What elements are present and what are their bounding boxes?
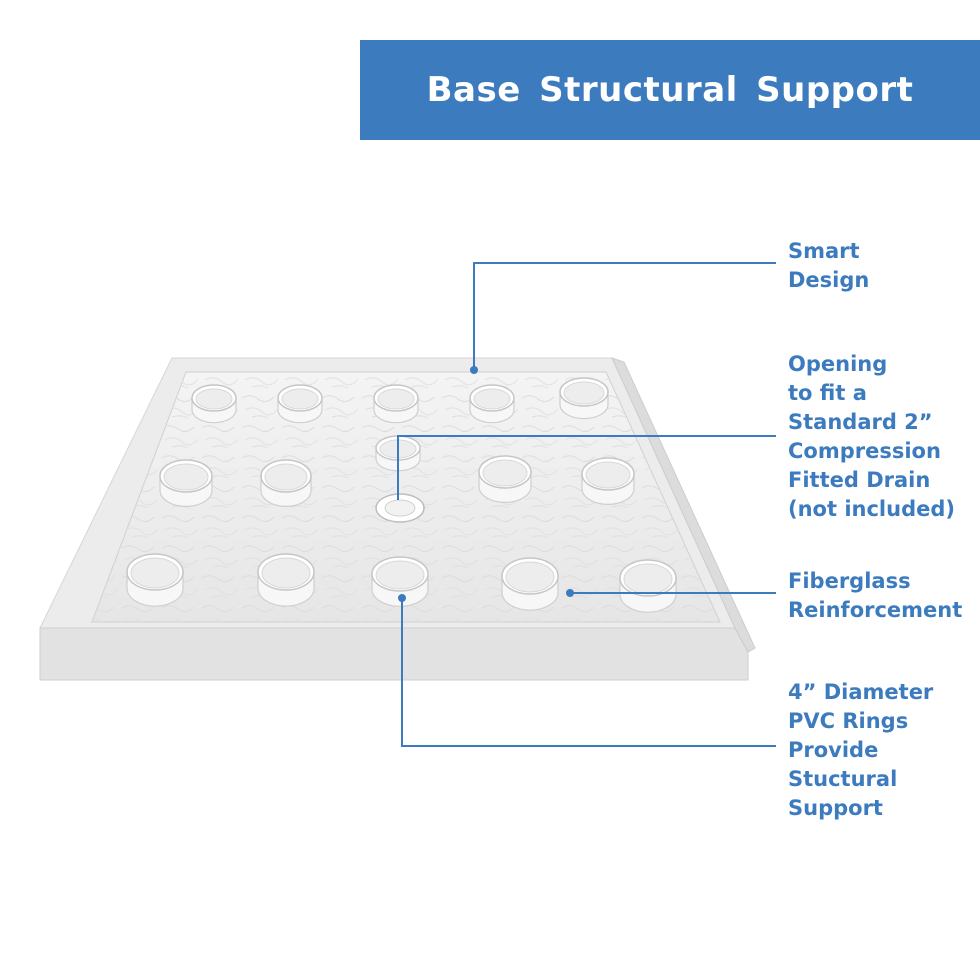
pvc-ring-icon xyxy=(126,553,184,607)
title-banner: Base Structural Support xyxy=(360,40,980,140)
callout-line: PVC Rings xyxy=(788,709,909,733)
leader-drain-opening xyxy=(397,435,776,500)
pvc-ring-icon xyxy=(159,459,213,507)
callout-line: Standard 2” xyxy=(788,410,933,434)
callout-line: Provide xyxy=(788,738,879,762)
pvc-ring-icon xyxy=(478,455,532,503)
pvc-ring-icon xyxy=(371,556,429,607)
callout-line: Stuctural xyxy=(788,767,898,791)
pvc-ring-icon xyxy=(373,384,419,424)
page-title: Base Structural Support xyxy=(426,70,914,110)
pvc-ring-icon xyxy=(260,459,312,507)
callout-line: Compression xyxy=(788,439,941,463)
callout-pvc-rings: 4” Diameter PVC Rings Provide Stuctural … xyxy=(788,678,933,823)
pvc-ring-icon xyxy=(257,553,315,607)
callout-line: (not included) xyxy=(788,497,955,521)
callout-line: Design xyxy=(788,268,870,292)
callout-line: Opening xyxy=(788,352,888,376)
pvc-ring-icon xyxy=(559,377,609,420)
callout-drain-opening: Opening to fit a Standard 2” Compression… xyxy=(788,350,955,524)
pvc-ring-icon xyxy=(191,384,237,424)
callout-line: Support xyxy=(788,796,883,820)
leader-smart-design xyxy=(473,262,776,370)
callout-line: 4” Diameter xyxy=(788,680,934,704)
pvc-ring-icon xyxy=(619,559,677,613)
leader-lines xyxy=(397,262,776,747)
drain-icon xyxy=(375,493,425,523)
pvc-ring-icon xyxy=(501,557,559,611)
leader-dot-fiberglass xyxy=(566,589,574,597)
callout-line: Smart xyxy=(788,239,860,263)
tray-right-face xyxy=(611,357,756,653)
callout-line: Fiberglass xyxy=(788,569,911,593)
callout-smart-design: Smart Design xyxy=(788,237,869,295)
callout-line: to fit a xyxy=(788,381,867,405)
callout-line: Fitted Drain xyxy=(788,468,931,492)
pvc-ring-icon xyxy=(277,384,323,424)
leader-pvc-rings xyxy=(401,598,776,747)
pvc-rings xyxy=(126,377,677,613)
callout-fiberglass: Fiberglass Reinforcement xyxy=(788,567,962,625)
callout-line: Reinforcement xyxy=(788,598,963,622)
pvc-ring-icon xyxy=(469,384,515,424)
pvc-ring-icon xyxy=(581,457,635,505)
leader-dot-smart-design xyxy=(470,366,478,374)
tray-front-face xyxy=(39,627,749,681)
leader-dot-pvc-rings xyxy=(398,594,406,602)
